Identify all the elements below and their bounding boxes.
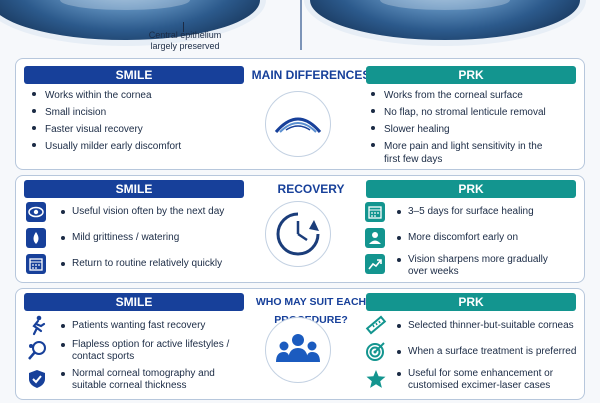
prk-differences-list: Works from the corneal surface No flap, … xyxy=(371,89,581,169)
eye-icon xyxy=(26,202,46,222)
clock-icon xyxy=(276,212,320,256)
list-item: When a surface treatment is preferred xyxy=(397,346,576,358)
target-icon xyxy=(365,340,387,362)
section-title-differences: MAIN DIFFERENCES xyxy=(251,68,371,82)
list-item: More discomfort early on xyxy=(397,232,518,244)
prk-header: PRK xyxy=(366,180,576,198)
prk-header: PRK xyxy=(366,293,576,311)
list-item: Selected thinner-but-suitable corneas xyxy=(397,320,574,332)
smile-header: SMILE xyxy=(24,293,244,311)
smile-header: SMILE xyxy=(24,180,244,198)
list-item: Patients wanting fast recovery xyxy=(61,320,205,332)
list-item: More pain and light sensitivity in the xyxy=(371,140,542,153)
panel-who-may-suit: SMILE WHO MAY SUIT EACH PROCEDURE? PRK P… xyxy=(15,288,585,400)
list-item: Works from the corneal surface xyxy=(371,89,523,102)
cornea-diagram xyxy=(265,91,331,157)
calendar-icon xyxy=(365,202,385,222)
list-item: Faster visual recovery xyxy=(32,123,143,136)
eye-illustration-strip: Central epithelium largely preserved xyxy=(0,0,600,58)
center-divider xyxy=(300,0,302,50)
list-item: Small incision xyxy=(32,106,106,119)
list-item: Return to routine relatively quickly xyxy=(61,258,222,270)
section-title-recovery: RECOVERY xyxy=(277,182,345,196)
prk-header: PRK xyxy=(366,66,576,84)
drop-icon xyxy=(26,228,46,248)
people-diagram xyxy=(265,317,331,383)
runner-icon xyxy=(26,314,48,336)
caption-line-1: Central epithelium xyxy=(148,30,222,40)
panel-recovery: SMILE RECOVERY PRK Useful vision often b… xyxy=(15,175,585,283)
list-item: first few days xyxy=(384,154,443,165)
list-item: Usually milder early discomfort xyxy=(32,140,181,153)
ruler-icon xyxy=(365,314,387,336)
list-item: Useful vision often by the next day xyxy=(61,206,224,218)
cornea-icon xyxy=(274,117,322,133)
smile-header: SMILE xyxy=(24,66,244,84)
list-item: 3–5 days for surface healing xyxy=(397,206,534,218)
list-item: Mild grittiness / watering xyxy=(61,232,179,244)
calendar-icon xyxy=(26,254,46,274)
eye-image-prk xyxy=(310,0,580,40)
caption-pointer xyxy=(183,22,184,32)
star-icon xyxy=(365,368,387,390)
list-item: Slower healing xyxy=(371,123,450,136)
list-item: No flap, no stromal lenticule removal xyxy=(371,106,546,119)
list-item: Works within the cornea xyxy=(32,89,152,102)
clock-diagram xyxy=(265,201,331,267)
person-icon xyxy=(365,228,385,248)
list-item: Flapless option for active lifestyles /c… xyxy=(61,339,229,363)
caption-line-2: largely preserved xyxy=(150,41,220,51)
smile-differences-list: Works within the cornea Small incision F… xyxy=(32,89,252,169)
shield-check-icon xyxy=(26,368,48,390)
people-icon xyxy=(276,334,320,362)
racket-icon xyxy=(26,340,48,362)
epithelium-caption: Central epithelium largely preserved xyxy=(120,30,250,52)
panel-main-differences: SMILE MAIN DIFFERENCES PRK Works within … xyxy=(15,58,585,170)
trend-up-icon xyxy=(365,254,385,274)
